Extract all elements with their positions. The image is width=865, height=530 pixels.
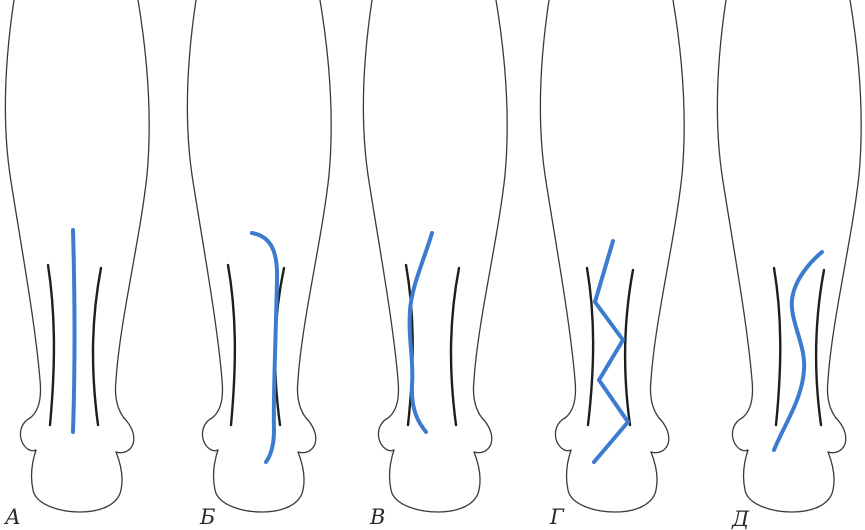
- panel-a: А: [3, 0, 149, 529]
- heel-bump-right: [298, 418, 316, 453]
- panel-c: В: [363, 0, 507, 529]
- panel-label-e: Д: [731, 507, 750, 530]
- leg-outline-right: [827, 0, 861, 418]
- panel-label-a: А: [3, 505, 21, 529]
- leg-outline-right: [650, 0, 684, 418]
- heel-outline: [214, 450, 304, 512]
- tendon-left: [587, 268, 593, 425]
- leg-outline-right: [115, 0, 149, 418]
- leg-outline-right: [473, 0, 507, 418]
- leg-outline-right: [297, 0, 331, 418]
- tendon-left: [228, 265, 235, 425]
- leg-outline-left: [363, 0, 398, 418]
- incision-line: [73, 230, 75, 432]
- heel-bump-left: [732, 418, 748, 451]
- heel-bump-right: [651, 418, 669, 453]
- panel-d: Г: [540, 0, 684, 529]
- leg-outline-left: [540, 0, 575, 418]
- heel-outline: [744, 450, 834, 512]
- panel-label-b: Б: [199, 505, 215, 529]
- heel-bump-left: [378, 418, 394, 451]
- tendon-left: [774, 268, 780, 425]
- heel-outline: [567, 450, 657, 512]
- heel-bump-left: [555, 418, 571, 451]
- heel-bump-right: [474, 418, 492, 453]
- panel-label-c: В: [369, 505, 385, 529]
- heel-bump-right: [116, 418, 134, 453]
- heel-outline: [390, 450, 480, 512]
- tendon-left: [48, 265, 54, 425]
- leg-outline-left: [187, 0, 222, 418]
- leg-outline-left: [717, 0, 752, 418]
- incision-line: [252, 233, 277, 462]
- heel-outline: [32, 450, 122, 512]
- leg-outline-left: [5, 0, 40, 418]
- panel-e: Д: [717, 0, 861, 530]
- tendon-right: [451, 268, 459, 425]
- heel-bump-left: [202, 418, 218, 451]
- tendon-right: [816, 270, 824, 425]
- tendon-right: [625, 270, 633, 425]
- panel-label-d: Г: [549, 505, 565, 529]
- heel-bump-left: [20, 418, 36, 451]
- incision-line: [594, 241, 628, 462]
- panel-b: Б: [187, 0, 331, 529]
- tendon-right: [93, 268, 101, 425]
- heel-bump-right: [828, 418, 846, 453]
